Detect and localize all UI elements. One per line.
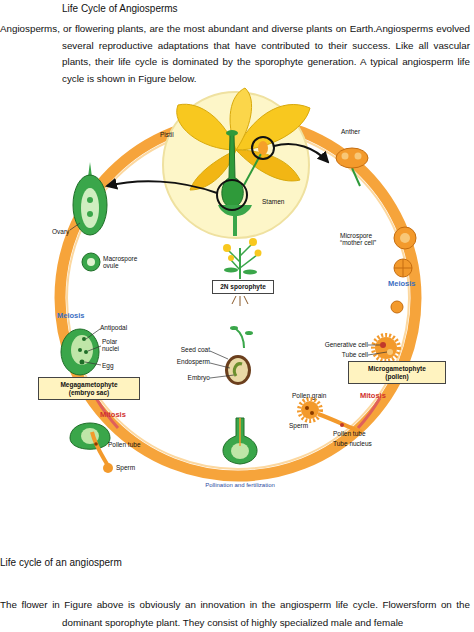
part-label: Antipodal: [100, 324, 127, 331]
part-label: Embryo: [160, 374, 210, 381]
part-label: Pollen grain: [292, 392, 326, 399]
part-label: Egg: [102, 362, 114, 369]
stage-name: Microgametophyte (pollen): [362, 365, 432, 379]
stage-label: Mitosis: [100, 411, 126, 420]
part-label: Seed coat: [160, 346, 210, 353]
stage-box: Microgametophyte (pollen): [348, 361, 446, 384]
part-label: Ovary: [52, 228, 69, 235]
part-label: Pollen tube: [108, 441, 141, 448]
part-label: Polar nuclei: [102, 338, 126, 353]
part-label: Sperm: [116, 464, 135, 471]
part-label: Endosperm: [160, 358, 210, 365]
figure-caption: Life cycle of an angiosperm: [0, 557, 122, 569]
stage-name: 2N sporophyte: [220, 283, 266, 290]
stage-box: 2N sporophyte: [212, 280, 274, 294]
body-paragraph: The flower in Figure above is obviously …: [0, 596, 470, 631]
part-label: Pistil: [160, 131, 174, 138]
stage-label: Meiosis: [57, 312, 85, 321]
part-label: Sperm: [289, 422, 308, 429]
stage-label: Mitosis: [360, 392, 386, 401]
part-label: Microspore “mother cell”: [340, 232, 385, 247]
part-label: Anther: [341, 128, 360, 135]
part-label: Tube nucleus: [333, 440, 372, 447]
body-paragraph: Angiosperms, or flowering plants, are th…: [0, 21, 470, 87]
stage-label: Meiosis: [388, 280, 416, 289]
stage-box: Megagametophyte (embryo sac): [38, 377, 140, 400]
part-label: Tube cell: [310, 351, 368, 358]
part-label: Pollen tube: [333, 430, 366, 437]
part-label: Macrospore ovule: [103, 255, 143, 270]
stage-label: Pollination and fertilization: [180, 482, 300, 489]
stage-name: Megagametophyte (embryo sac): [52, 381, 127, 395]
part-label: Generative cell: [310, 341, 368, 348]
part-label: Stamen: [262, 198, 284, 205]
page-title: Life Cycle of Angiosperms: [62, 3, 178, 15]
